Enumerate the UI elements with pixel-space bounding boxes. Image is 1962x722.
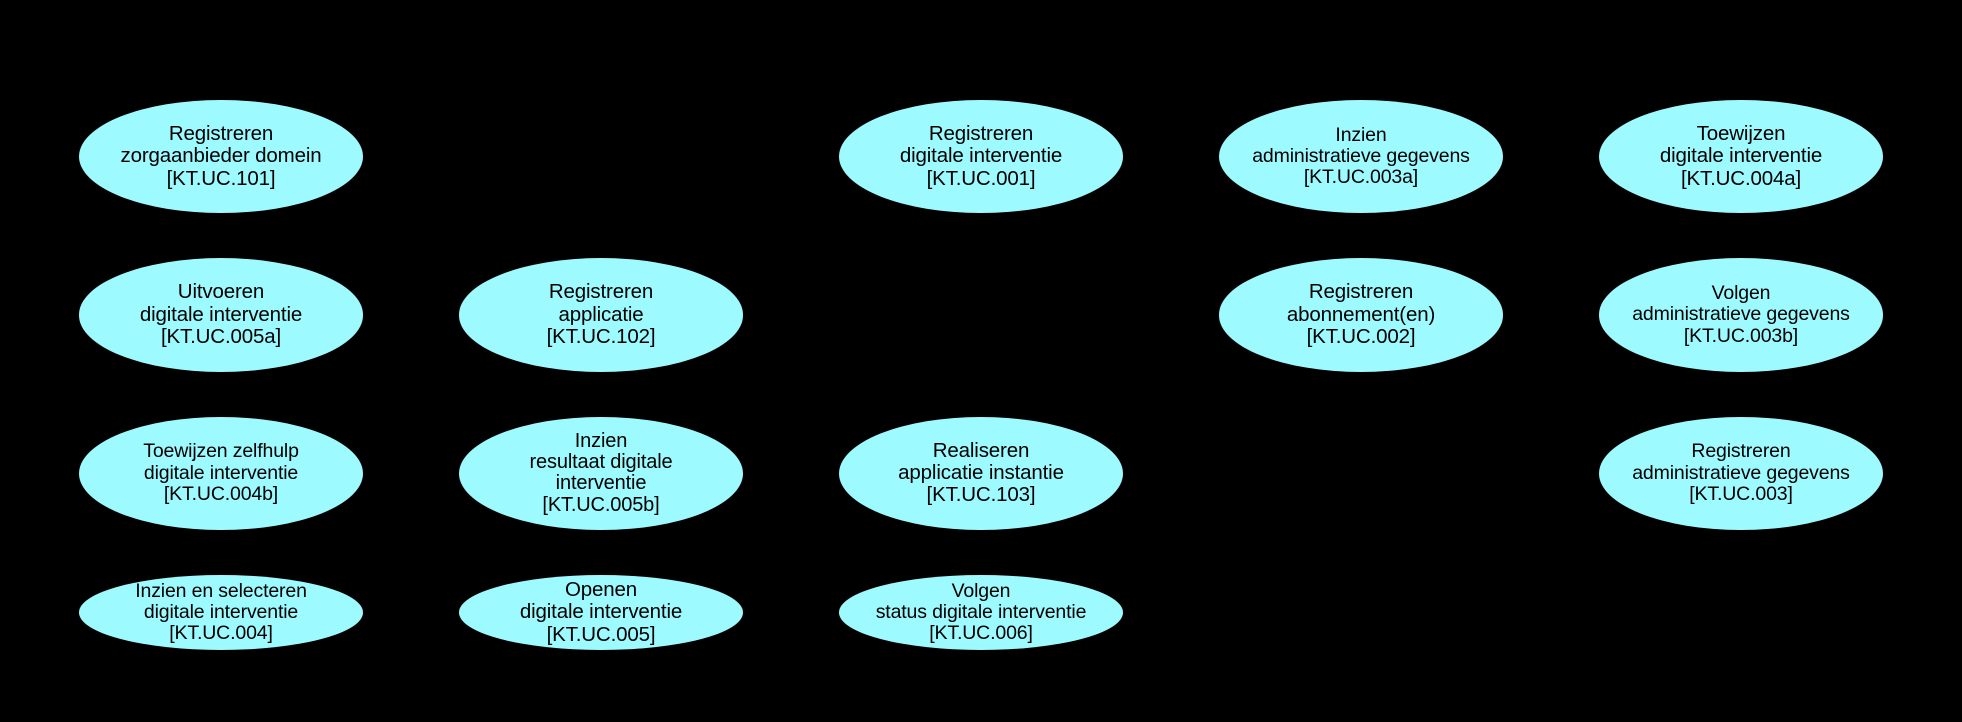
- use-case-ellipse-kt-uc-101[interactable]: Registreren zorgaanbieder domein [KT.UC.…: [79, 100, 363, 214]
- use-case-label: Toewijzen digitale interventie [KT.UC.00…: [1659, 122, 1823, 190]
- use-case-ellipse-kt-uc-004a[interactable]: Toewijzen digitale interventie [KT.UC.00…: [1599, 100, 1883, 214]
- use-case-cell[interactable]: Toewijzen digitale interventie [KT.UC.00…: [1580, 100, 1902, 214]
- use-case-ellipse-kt-uc-003[interactable]: Registreren administratieve gegevens [KT…: [1599, 416, 1883, 530]
- use-case-cell-empty: [1200, 417, 1522, 530]
- use-case-label: Toewijzen zelfhulp digitale interventie …: [143, 440, 299, 505]
- use-case-cell[interactable]: Realiseren applicatie instantie [KT.UC.1…: [820, 416, 1142, 530]
- use-case-label: Openen digitale interventie [KT.UC.005]: [519, 577, 683, 646]
- use-case-ellipse-kt-uc-003b[interactable]: Volgen administratieve gegevens [KT.UC.0…: [1599, 258, 1883, 372]
- use-case-cell[interactable]: Inzien administratieve gegevens [KT.UC.0…: [1200, 100, 1522, 214]
- use-case-cell[interactable]: Inzien en selecteren digitale interventi…: [60, 574, 382, 650]
- use-case-label: Registreren digitale interventie [KT.UC.…: [899, 122, 1063, 190]
- use-case-label: Realiseren applicatie instantie [KT.UC.1…: [898, 438, 1064, 507]
- use-case-cell[interactable]: Registreren digitale interventie [KT.UC.…: [820, 100, 1142, 214]
- use-case-cell[interactable]: Openen digitale interventie [KT.UC.005]: [440, 574, 762, 650]
- use-case-label: Inzien resultaat digitale interventie [K…: [529, 429, 673, 516]
- use-case-ellipse-kt-uc-004b[interactable]: Toewijzen zelfhulp digitale interventie …: [79, 416, 363, 530]
- use-case-ellipse-kt-uc-002[interactable]: Registreren abonnement(en) [KT.UC.002]: [1219, 258, 1503, 372]
- use-case-label: Volgen administratieve gegevens [KT.UC.0…: [1632, 282, 1850, 347]
- use-case-label: Registreren abonnement(en) [KT.UC.002]: [1286, 280, 1436, 349]
- use-case-ellipse-kt-uc-102[interactable]: Registreren applicatie [KT.UC.102]: [459, 258, 743, 372]
- use-case-ellipse-kt-uc-103[interactable]: Realiseren applicatie instantie [KT.UC.1…: [839, 416, 1123, 530]
- use-case-cell[interactable]: Uitvoeren digitale interventie [KT.UC.00…: [60, 258, 382, 372]
- use-case-label: Inzien administratieve gegevens [KT.UC.0…: [1252, 123, 1470, 189]
- use-case-ellipse-placeholder: [1219, 417, 1503, 530]
- use-case-grid: Registreren zorgaanbieder domein [KT.UC.…: [60, 100, 1902, 650]
- use-case-ellipse-kt-uc-003a[interactable]: Inzien administratieve gegevens [KT.UC.0…: [1219, 100, 1503, 214]
- use-case-cell-empty: [820, 258, 1142, 371]
- use-case-ellipse-placeholder: [459, 100, 743, 213]
- use-case-cell[interactable]: Registreren abonnement(en) [KT.UC.002]: [1200, 258, 1522, 372]
- use-case-ellipse-kt-uc-006[interactable]: Volgen status digitale interventie [KT.U…: [839, 574, 1123, 650]
- use-case-ellipse-kt-uc-005[interactable]: Openen digitale interventie [KT.UC.005]: [459, 574, 743, 650]
- use-case-label: Registreren zorgaanbieder domein [KT.UC.…: [120, 122, 322, 190]
- use-case-label: Inzien en selecteren digitale interventi…: [135, 579, 307, 645]
- use-case-cell[interactable]: Toewijzen zelfhulp digitale interventie …: [60, 416, 382, 530]
- use-case-cell[interactable]: Inzien resultaat digitale interventie [K…: [440, 416, 762, 530]
- use-case-cell[interactable]: Registreren administratieve gegevens [KT…: [1580, 416, 1902, 530]
- use-case-label: Registreren administratieve gegevens [KT…: [1632, 440, 1850, 505]
- use-case-ellipse-placeholder: [839, 258, 1123, 371]
- use-case-cell[interactable]: Registreren zorgaanbieder domein [KT.UC.…: [60, 100, 382, 214]
- use-case-ellipse-kt-uc-005b[interactable]: Inzien resultaat digitale interventie [K…: [459, 416, 743, 530]
- use-case-ellipse-kt-uc-005a[interactable]: Uitvoeren digitale interventie [KT.UC.00…: [79, 258, 363, 372]
- use-case-label: Volgen status digitale interventie [KT.U…: [875, 579, 1087, 645]
- use-case-label: Uitvoeren digitale interventie [KT.UC.00…: [139, 280, 303, 349]
- use-case-ellipse-kt-uc-004[interactable]: Inzien en selecteren digitale interventi…: [79, 574, 363, 650]
- use-case-label: Registreren applicatie [KT.UC.102]: [546, 280, 656, 349]
- use-case-ellipse-kt-uc-001[interactable]: Registreren digitale interventie [KT.UC.…: [839, 100, 1123, 214]
- use-case-cell-empty: [440, 100, 762, 213]
- use-case-cell[interactable]: Volgen status digitale interventie [KT.U…: [820, 574, 1142, 650]
- use-case-cell[interactable]: Registreren applicatie [KT.UC.102]: [440, 258, 762, 372]
- use-case-cell[interactable]: Volgen administratieve gegevens [KT.UC.0…: [1580, 258, 1902, 372]
